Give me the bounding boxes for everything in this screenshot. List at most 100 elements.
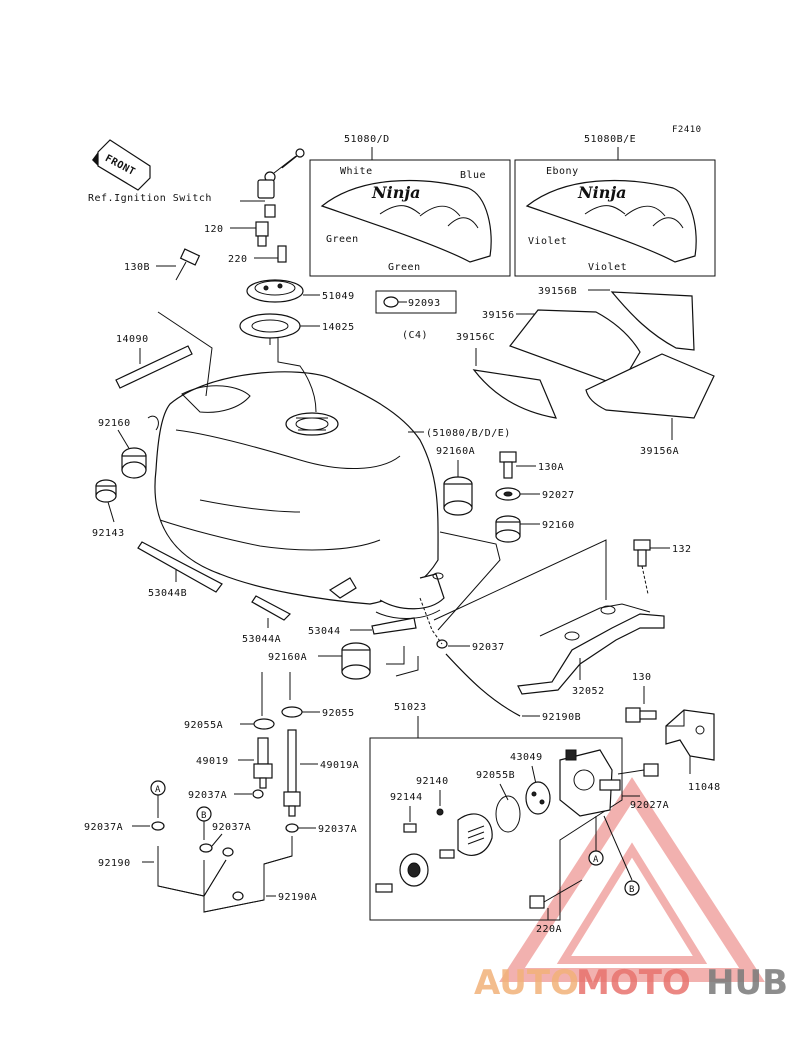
clip-92037a-3-icon — [199, 843, 213, 853]
hose-92190a-icon — [203, 836, 293, 913]
left-color-white: White — [340, 166, 373, 177]
nut-92093-icon — [383, 296, 399, 308]
bracket-32052-icon — [517, 603, 665, 695]
part-92140-icon — [436, 808, 444, 816]
collar-92027a-icon — [643, 763, 659, 777]
bolt-130b-icon — [175, 248, 201, 281]
label-14025: 14025 — [322, 322, 355, 333]
left-decal-logo: Ninja — [371, 183, 421, 202]
pipe-49019a-icon — [283, 729, 301, 817]
watermark-part1: AUTO — [474, 963, 579, 1003]
label-51023: 51023 — [394, 702, 427, 713]
fuel-cap-51049-icon — [246, 279, 304, 303]
label-120: 120 — [204, 224, 224, 235]
label-92190b: 92190B — [542, 712, 581, 723]
label-53044: 53044 — [308, 626, 341, 637]
left-color-blue: Blue — [460, 170, 486, 181]
rubber-92143-icon — [95, 479, 117, 503]
label-49019a: 49019A — [320, 760, 359, 771]
marker-a-right-text: A — [593, 855, 599, 865]
marker-b-right-text: B — [629, 885, 635, 895]
label-11048: 11048 — [688, 782, 721, 793]
label-14090: 14090 — [116, 334, 149, 345]
label-39156c: 39156C — [456, 332, 495, 343]
label-92143: 92143 — [92, 528, 125, 539]
rubber-92160a-bottom-icon — [341, 642, 371, 680]
label-39156a: 39156A — [640, 446, 679, 457]
left-decal-panel — [309, 159, 511, 277]
right-decal-panel — [514, 159, 716, 277]
label-92037: 92037 — [472, 642, 505, 653]
cap-ring-14025-icon — [239, 313, 301, 345]
part-220-icon — [277, 245, 287, 263]
marker-a-left: A — [150, 780, 166, 796]
label-92160-right: 92160 — [542, 520, 575, 531]
label-39156: 39156 — [482, 310, 515, 321]
label-92055a: 92055A — [184, 720, 223, 731]
label-92037a-2: 92037A — [84, 822, 123, 833]
ref-ignition-text: Ref.Ignition Switch — [88, 193, 212, 204]
rubber-92160a-top-icon — [443, 476, 473, 516]
tube-53044b-icon — [137, 541, 223, 593]
label-c4: (C4) — [402, 330, 428, 341]
right-decal-shape: Ninja — [525, 179, 697, 263]
bolt-132-icon — [633, 539, 651, 595]
label-51049: 51049 — [322, 291, 355, 302]
label-220a: 220A — [536, 924, 562, 935]
oring-92055a-icon — [253, 718, 275, 730]
screw-220a-icon — [529, 879, 583, 909]
right-color-ebony: Ebony — [546, 166, 579, 177]
label-92093: 92093 — [408, 298, 441, 309]
tube-53044a-icon — [251, 595, 291, 621]
hose-92190-icon — [157, 846, 227, 897]
label-53044a: 53044A — [242, 634, 281, 645]
ignition-key-icon — [240, 148, 305, 218]
label-92144: 92144 — [390, 792, 423, 803]
label-92027: 92027 — [542, 490, 575, 501]
bolt-130-icon — [625, 707, 657, 723]
label-92190a: 92190A — [278, 892, 317, 903]
right-decal-logo: Ninja — [577, 183, 627, 202]
screw-bottom-icon — [375, 883, 393, 893]
label-92055: 92055 — [322, 708, 355, 719]
fuel-tap-box — [369, 737, 623, 921]
hose-92190b-icon — [445, 653, 521, 717]
right-color-violet-1: Violet — [528, 236, 567, 247]
watermark-part2: MOTO — [576, 963, 691, 1003]
spring-92144-icon — [403, 823, 417, 833]
label-92160-left: 92160 — [98, 418, 131, 429]
clip-92037a-1-icon — [252, 789, 264, 799]
screw-icon — [439, 849, 455, 859]
knob-icon — [399, 853, 429, 887]
label-43049: 43049 — [510, 752, 543, 763]
watermark-logo — [499, 777, 765, 982]
part-92093-box — [375, 290, 457, 314]
collar-92027-icon — [495, 487, 521, 501]
left-color-green-2: Green — [388, 262, 421, 273]
diaphragm-43049-icon — [525, 781, 551, 815]
label-51080-bde: (51080/B/D/E) — [426, 428, 511, 439]
bracket-11048-icon — [665, 709, 715, 761]
label-92160a-top: 92160A — [436, 446, 475, 457]
marker-b-left: B — [196, 806, 212, 822]
rubber-92160-right-icon — [495, 515, 521, 543]
label-92160a-bottom: 92160A — [268, 652, 307, 663]
oring-92055b-icon — [495, 795, 521, 833]
label-220: 220 — [228, 254, 248, 265]
lever-plate-icon — [457, 813, 493, 856]
strip-14090 — [115, 345, 193, 389]
marker-b-right: B — [624, 880, 640, 896]
label-92055b: 92055B — [476, 770, 515, 781]
rubber-92160-left-icon — [121, 415, 159, 479]
label-92037a-4: 92037A — [318, 824, 357, 835]
label-92140: 92140 — [416, 776, 449, 787]
right-color-violet-2: Violet — [588, 262, 627, 273]
label-32052: 32052 — [572, 686, 605, 697]
right-panel-part: 51080B/E — [584, 134, 636, 145]
marker-b-left-text: B — [201, 811, 207, 821]
pipe-49019-icon — [253, 737, 273, 789]
label-92190: 92190 — [98, 858, 131, 869]
diagram-code: F2410 — [672, 125, 702, 135]
left-decal-shape: Ninja — [320, 179, 492, 263]
